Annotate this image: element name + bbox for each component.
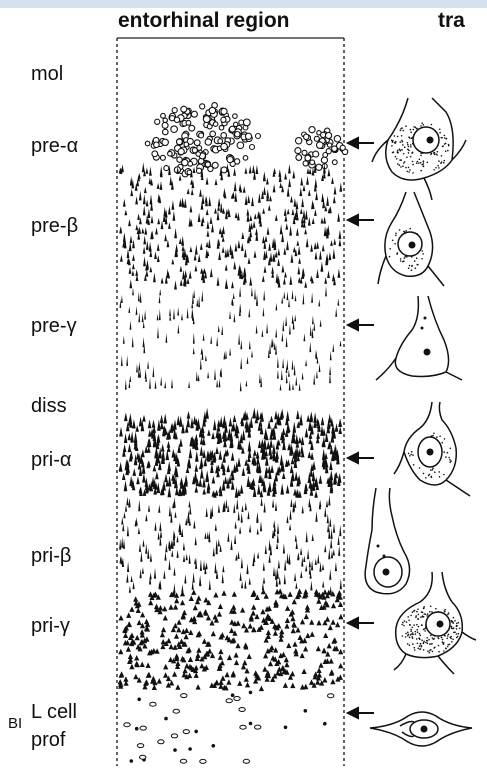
layer-label-mol: mol [31,63,63,85]
arrow-l-cell-icon [348,708,374,718]
layer-labels: mol pre-α pre-β pre-γ diss pri-α pri-β p… [8,63,78,751]
neuron-pre-beta-icon [378,192,444,286]
figure-title: entorhinal region [118,9,290,32]
l-cell-prof-cells [124,691,334,764]
layer-label-diss: diss [31,395,67,417]
layer-label-l-cell: L cell [31,701,77,723]
neuron-pre-alpha-icon [372,98,466,200]
pri-beta-cells [119,495,342,594]
arrow-pre-beta-icon [348,215,374,225]
neuron-pri-beta-icon [365,488,409,594]
neuron-l-cell-icon [370,712,472,746]
layer-label-pri-alpha: pri-α [31,449,71,471]
edge-fragment-text: BI [8,715,22,732]
neuron-pre-gamma-icon [376,296,462,380]
neuron-pri-gamma-icon [394,572,476,674]
top-edge-band [0,0,487,8]
pre-alpha-cell-clusters [145,103,348,177]
layer-label-prof: prof [31,729,66,751]
layer-label-pre-beta: pre-β [31,215,78,237]
layer-label-pri-beta: pri-β [31,545,71,567]
pre-beta-cells [119,162,342,289]
header-fragment-right: tra [438,9,465,32]
layer-label-pri-gamma: pri-γ [31,615,70,637]
arrow-pre-alpha-icon [348,138,374,148]
arrow-pri-gamma-icon [348,618,374,628]
arrow-pre-gamma-icon [348,320,374,330]
layer-arrows [348,138,374,718]
layer-label-pre-gamma: pre-γ [31,315,77,337]
neuron-drawings [365,98,476,746]
arrow-pri-alpha-icon [348,453,374,463]
layer-label-pre-alpha: pre-α [31,135,78,157]
pri-alpha-cells [119,407,342,498]
pre-gamma-cells [120,286,342,391]
pri-gamma-cells [118,588,344,691]
neuron-pri-alpha-icon [394,402,470,496]
